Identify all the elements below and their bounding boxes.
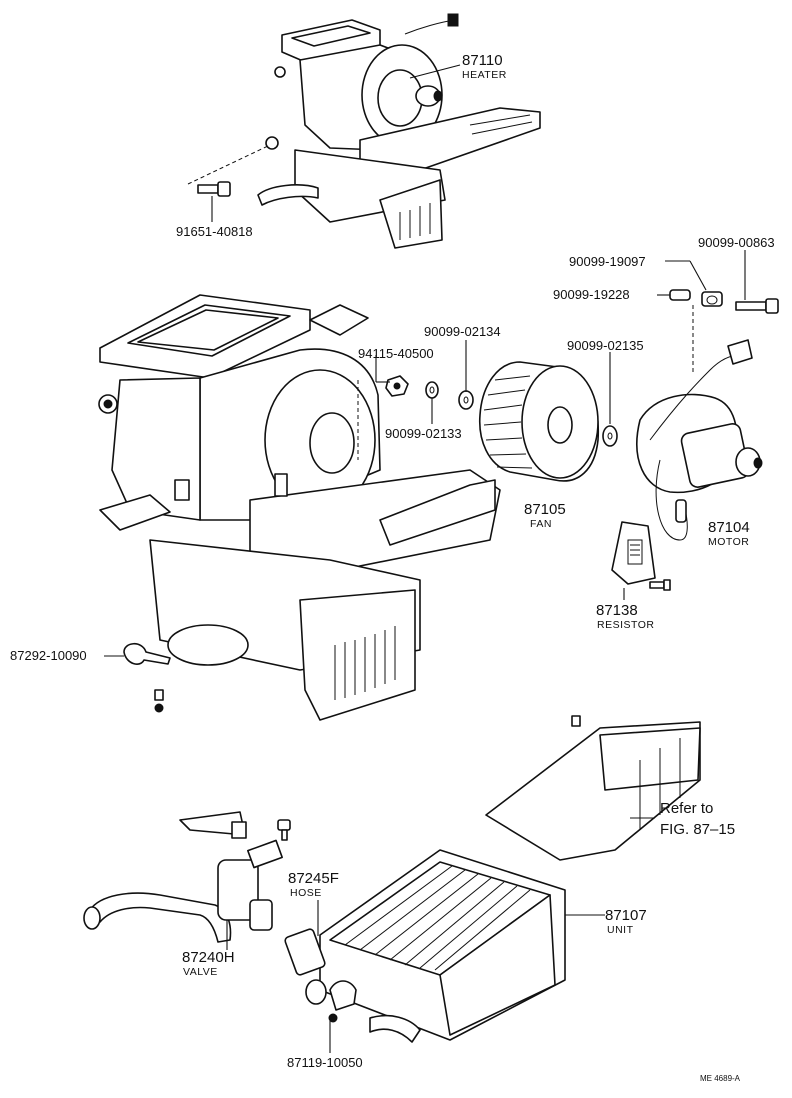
unit-caption: UNIT (607, 924, 634, 936)
clamp-87292-label: 87292-10090 (10, 648, 87, 663)
hose-caption: HOSE (290, 887, 322, 899)
fan-number: 87105 (524, 501, 566, 518)
resistor (611, 521, 671, 591)
clamp-87119 (328, 980, 421, 1043)
screw-drawing (154, 689, 164, 713)
heater-case-drawing (98, 294, 501, 721)
heater-number: 87110 (462, 52, 503, 69)
motor-caption: MOTOR (708, 536, 749, 548)
blower-motor (636, 305, 763, 541)
heater-caption: HEATER (462, 69, 507, 81)
heater-assembly-drawing (187, 13, 541, 249)
nut-94115 (385, 375, 409, 397)
heater-core-unit (319, 849, 566, 1041)
resistor-number: 87138 (596, 602, 638, 619)
figure-code: ME 4689-A (700, 1074, 741, 1083)
washer-02133 (425, 381, 439, 399)
valve-number: 87240H (182, 949, 235, 966)
bolt-00863 (735, 298, 779, 314)
washer-19097-label: 90099-19097 (569, 254, 646, 269)
blower-fan (478, 361, 600, 482)
washer-02134-label: 90099-02134 (424, 324, 501, 339)
clamp-87119-label: 87119-10050 (287, 1055, 363, 1070)
collar-19228 (669, 289, 691, 301)
screw-lower (277, 819, 291, 841)
washer-02135 (602, 425, 618, 447)
collar-19228-label: 90099-19228 (553, 287, 630, 302)
bolt-91651-label: 91651-40818 (176, 224, 253, 239)
water-valve (83, 811, 283, 943)
fan-caption: FAN (530, 518, 552, 530)
clamp-87292 (123, 642, 171, 665)
nut-94115-label: 94115-40500 (358, 346, 434, 361)
bolt-91651 (197, 181, 231, 197)
heater-hose (284, 928, 327, 1005)
reference-line2: FIG. 87–15 (660, 821, 735, 838)
resistor-caption: RESISTOR (597, 619, 654, 631)
washer-02134 (458, 390, 474, 410)
bolt-00863-label: 90099-00863 (698, 235, 775, 250)
reference-line1: Refer to (660, 800, 713, 817)
unit-number: 87107 (605, 907, 647, 924)
washer-02135-label: 90099-02135 (567, 338, 644, 353)
heater-cover (485, 715, 701, 861)
motor-number: 87104 (708, 519, 750, 536)
hose-number: 87245F (288, 870, 339, 887)
valve-caption: VALVE (183, 966, 218, 978)
washer-02133-label: 90099-02133 (385, 426, 462, 441)
washer-19097 (701, 291, 723, 307)
